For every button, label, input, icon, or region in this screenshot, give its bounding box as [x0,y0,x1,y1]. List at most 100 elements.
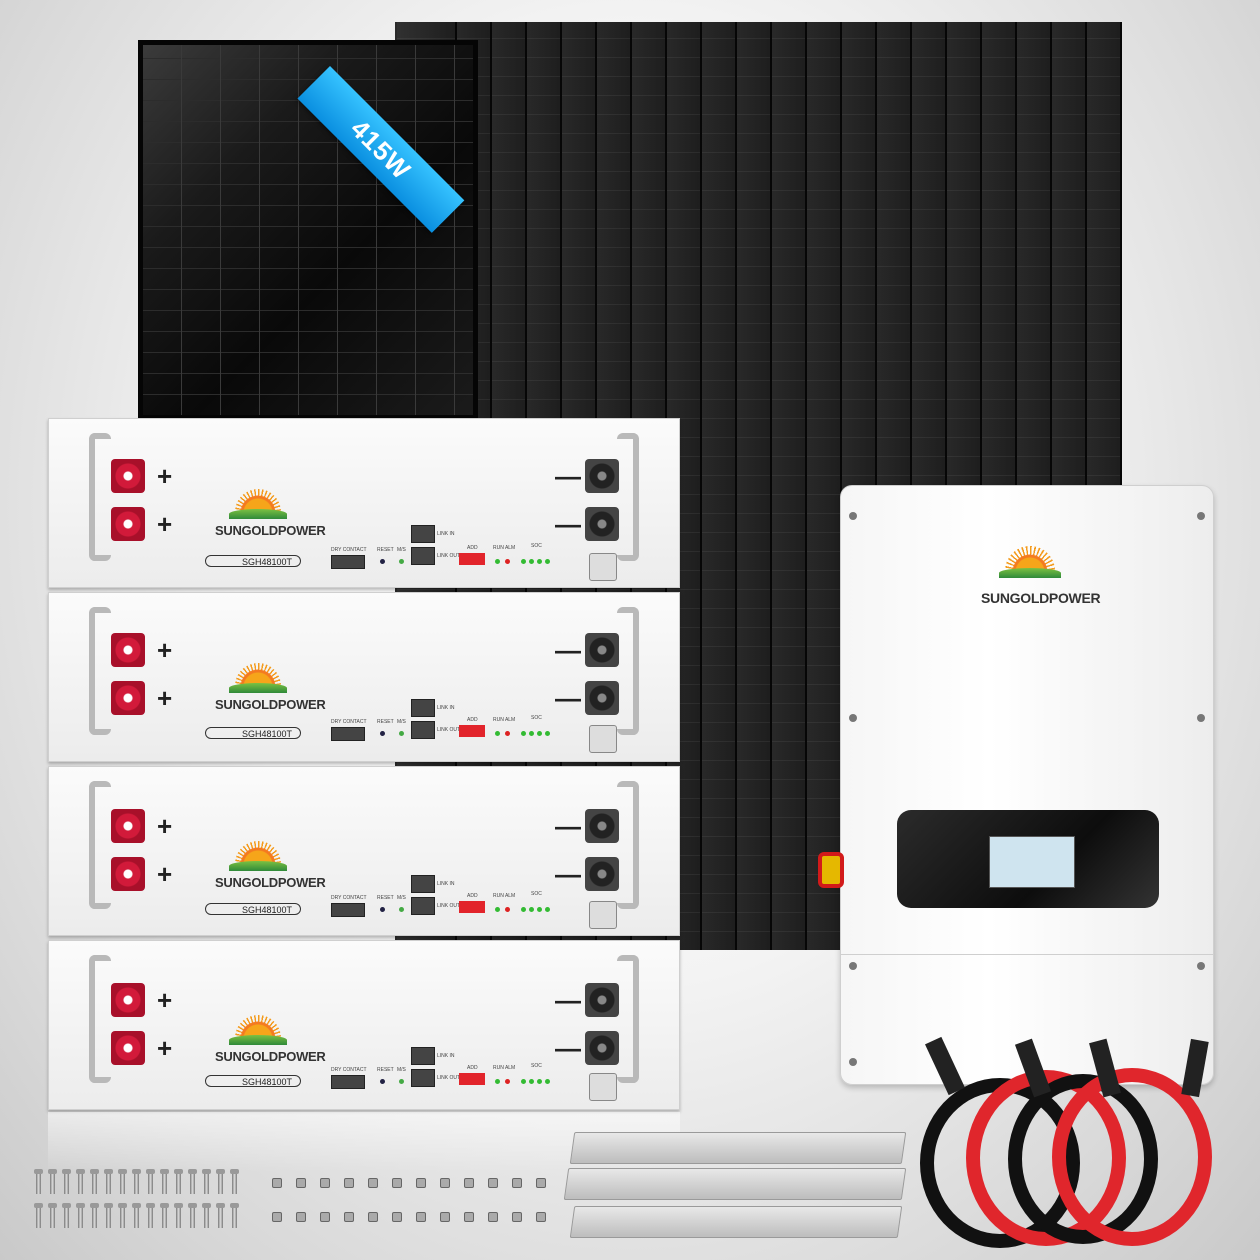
soc-led [521,559,526,564]
nut-icon [536,1178,546,1188]
link-out-label: LINK OUT [437,903,461,909]
bolt-icon [118,1169,127,1194]
link-in-label: LINK IN [437,705,455,711]
negative-sign: — [555,1033,581,1063]
soc-led [521,907,526,912]
dip-switch[interactable] [459,901,485,913]
mounting-rail [569,1206,903,1238]
soc-led [537,731,542,736]
ms-label: M/S [397,719,406,725]
hill-logo-icon [229,509,287,519]
positive-terminal [111,681,145,715]
link-in-port[interactable] [411,875,435,893]
reset-label: RESET [377,895,394,901]
positive-sign: + [157,683,173,713]
positive-sign: + [157,635,173,665]
reset-button[interactable] [380,907,385,912]
screw-icon [1197,512,1205,520]
handle-right [617,781,639,909]
bolt-icon [118,1203,127,1228]
ms-led [399,731,404,736]
nut-icon [368,1212,378,1222]
negative-terminal [585,1031,619,1065]
nut-icon [272,1178,282,1188]
brand-logo-text: SUNGOLDPOWER [215,523,326,538]
screw-icon [849,714,857,722]
handle-right [617,607,639,735]
negative-terminal [585,809,619,843]
brand-logo-text: SUNGOLDPOWER [215,875,326,890]
dry-contact-label: DRY CONTACT [331,1067,367,1073]
link-out-port[interactable] [411,897,435,915]
ms-label: M/S [397,547,406,553]
brand-logo-text: SUNGOLDPOWER [215,1049,326,1064]
negative-sign: — [555,811,581,841]
link-in-port[interactable] [411,525,435,543]
dry-contact-label: DRY CONTACT [331,895,367,901]
hybrid-inverter: SUNGOLDPOWER [840,485,1214,1085]
power-switch[interactable] [589,725,617,753]
link-out-port[interactable] [411,721,435,739]
nut-icon [440,1178,450,1188]
dry-contact-port[interactable] [331,903,365,917]
alarm-led [505,559,510,564]
nut-icon [296,1178,306,1188]
brand-logo-text: SUNGOLDPOWER [215,697,326,712]
soc-led [537,907,542,912]
handle-right [617,433,639,561]
positive-sign: + [157,811,173,841]
positive-terminal [111,809,145,843]
link-out-port[interactable] [411,1069,435,1087]
handle-left [89,607,111,735]
handle-right [617,955,639,1083]
dip-switch[interactable] [459,553,485,565]
dry-contact-port[interactable] [331,1075,365,1089]
power-switch[interactable] [589,1073,617,1101]
nut-icon [392,1212,402,1222]
negative-terminal [585,507,619,541]
soc-led [537,1079,542,1084]
positive-terminal [111,983,145,1017]
bolt-icon [48,1169,57,1194]
negative-sign: — [555,859,581,889]
reset-label: RESET [377,547,394,553]
reset-button[interactable] [380,559,385,564]
dry-contact-port[interactable] [331,727,365,741]
dip-switch[interactable] [459,1073,485,1085]
soc-label: SOC [531,715,542,721]
dc-isolator-switch[interactable] [818,852,844,888]
model-label: SGH48100T [205,903,301,915]
run-led [495,907,500,912]
bolt-icon [146,1203,155,1228]
ms-label: M/S [397,895,406,901]
lcd-screen[interactable] [989,836,1075,888]
power-switch[interactable] [589,901,617,929]
positive-sign: + [157,985,173,1015]
soc-led [529,907,534,912]
ms-label: M/S [397,1067,406,1073]
bolt-icon [76,1169,85,1194]
link-out-port[interactable] [411,547,435,565]
bolt-icon [174,1169,183,1194]
power-switch[interactable] [589,553,617,581]
link-out-label: LINK OUT [437,727,461,733]
soc-led [545,907,550,912]
dry-contact-port[interactable] [331,555,365,569]
bolt-icon [90,1169,99,1194]
link-in-port[interactable] [411,699,435,717]
reset-button[interactable] [380,731,385,736]
negative-sign: — [555,509,581,539]
bolt-icon [62,1169,71,1194]
reset-button[interactable] [380,1079,385,1084]
soc-led [537,559,542,564]
run-alm-label: RUN ALM [493,545,516,551]
nut-icon [320,1212,330,1222]
nut-icon [344,1178,354,1188]
dip-switch[interactable] [459,725,485,737]
bolt-icon [188,1169,197,1194]
negative-terminal [585,857,619,891]
positive-terminal [111,507,145,541]
hill-logo-icon [229,683,287,693]
link-in-port[interactable] [411,1047,435,1065]
ms-led [399,559,404,564]
